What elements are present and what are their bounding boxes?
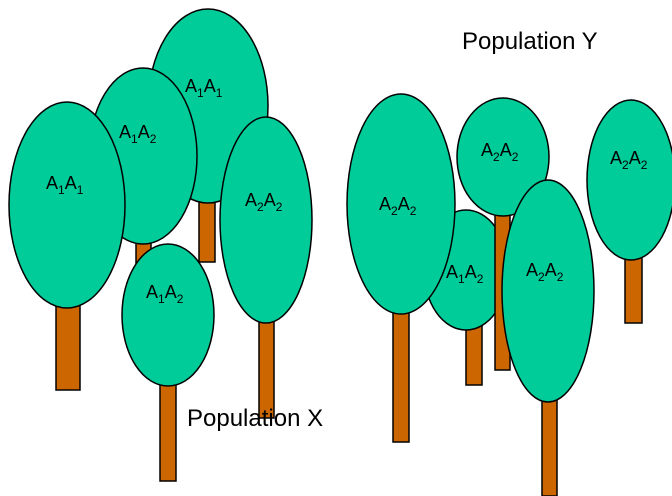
tree-trunk — [542, 400, 557, 496]
tree-y5: A2A2 — [587, 100, 672, 323]
tree-x5: A1A2 — [122, 244, 214, 481]
tree-crown — [220, 117, 312, 323]
population-x-label: Population X — [187, 407, 323, 431]
tree-trunk — [625, 255, 642, 323]
tree-crown — [502, 180, 594, 402]
tree-trunk — [56, 302, 80, 390]
tree-y1: A2A2 — [347, 94, 455, 442]
tree-trunk — [160, 380, 176, 481]
population-y-label: Population Y — [462, 30, 598, 54]
tree-trunk — [259, 318, 274, 418]
tree-x4: A2A2 — [220, 117, 312, 418]
tree-crown — [9, 102, 125, 308]
tree-crown — [587, 100, 672, 260]
tree-crown — [122, 244, 214, 386]
tree-x1: A1A1 — [9, 102, 125, 390]
tree-trunk — [393, 312, 409, 442]
tree-y3: A2A2 — [502, 180, 594, 496]
